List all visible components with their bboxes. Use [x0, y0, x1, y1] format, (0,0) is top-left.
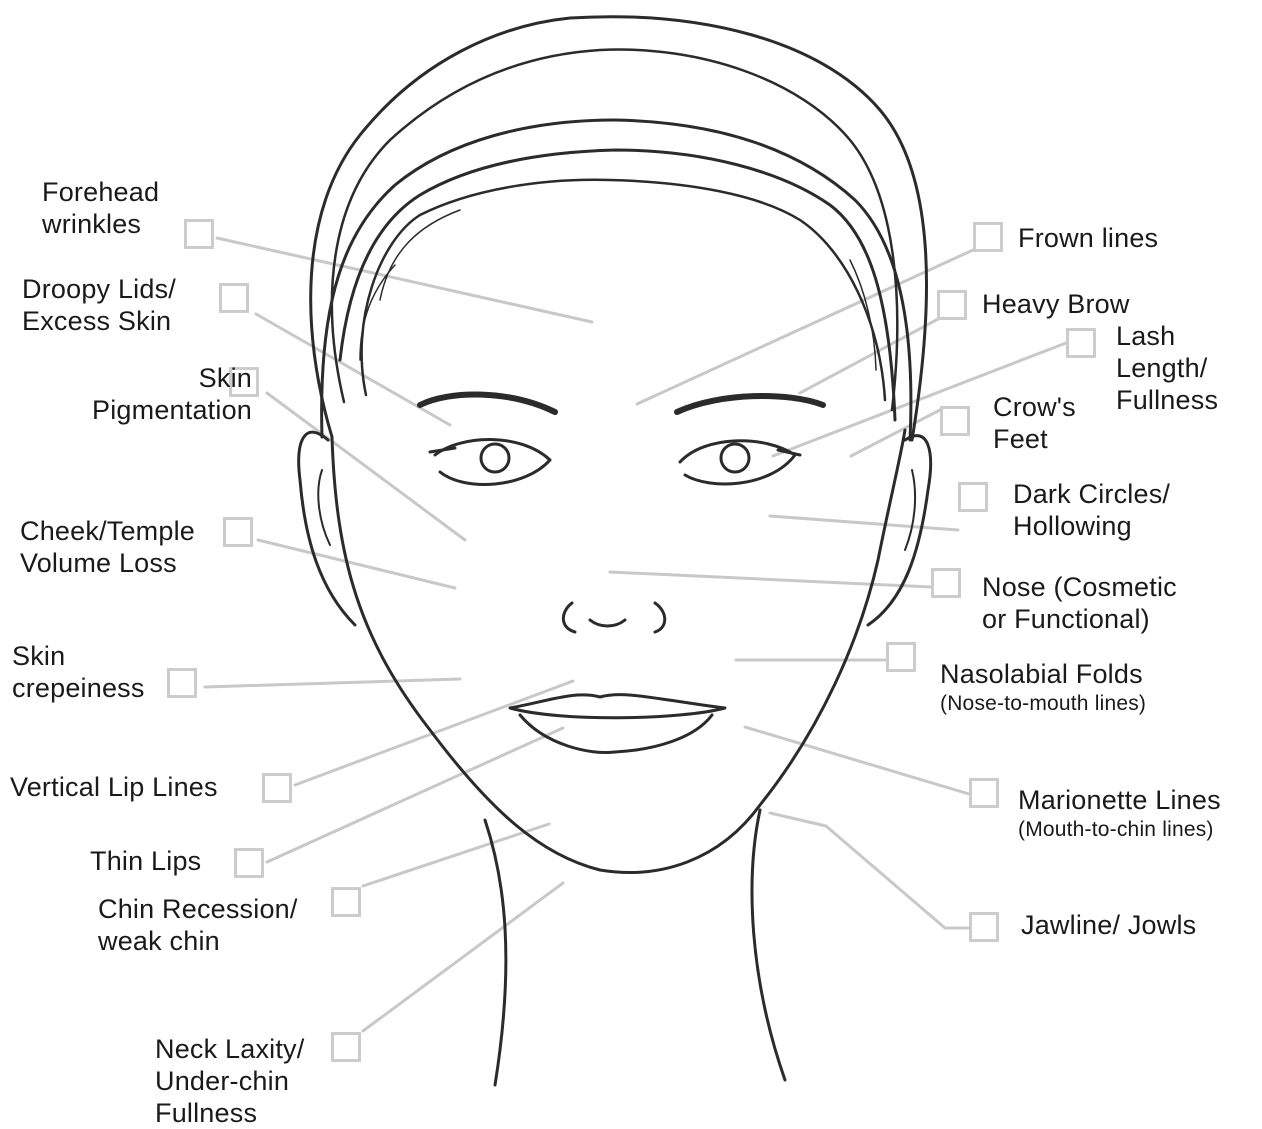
label-line: Hollowing	[1013, 510, 1170, 542]
checkbox-cheek[interactable]	[223, 517, 253, 547]
left-eyebrow	[420, 395, 555, 412]
checkbox-droopy[interactable]	[219, 283, 249, 313]
checkbox-mario[interactable]	[969, 778, 999, 808]
right-eyebrow	[677, 396, 823, 412]
label-line: Frown lines	[1018, 222, 1158, 254]
checkbox-neck[interactable]	[331, 1032, 361, 1062]
checkbox-naso[interactable]	[886, 642, 916, 672]
label-naso: Nasolabial Folds(Nose-to-mouth lines)	[940, 658, 1146, 718]
checkbox-brow[interactable]	[937, 290, 967, 320]
checkbox-crows[interactable]	[940, 406, 970, 436]
label-line: Under-chin	[155, 1065, 304, 1097]
label-line: Length/	[1116, 352, 1218, 384]
checkbox-nose[interactable]	[931, 568, 961, 598]
label-line: Dark Circles/	[1013, 478, 1170, 510]
left-eye	[435, 439, 550, 484]
left-ear	[299, 432, 355, 625]
label-mario: Marionette Lines(Mouth-to-chin lines)	[1018, 784, 1221, 844]
label-frown: Frown lines	[1018, 222, 1158, 254]
label-line: Forehead	[42, 176, 159, 208]
label-line: Skin	[12, 640, 145, 672]
upper-lip	[510, 695, 725, 718]
label-line: Crow's	[993, 391, 1076, 423]
label-line: Volume Loss	[20, 547, 195, 579]
right-eye	[680, 441, 795, 484]
label-line: crepeiness	[12, 672, 145, 704]
checkbox-crepe[interactable]	[167, 668, 197, 698]
label-line: weak chin	[98, 925, 298, 957]
label-dark: Dark Circles/Hollowing	[1013, 478, 1170, 542]
checkbox-chin[interactable]	[331, 887, 361, 917]
label-line: Cheek/Temple	[20, 515, 195, 547]
nose	[563, 603, 664, 632]
label-line: Excess Skin	[22, 305, 176, 337]
label-line: Nasolabial Folds	[940, 658, 1146, 690]
label-line: Fullness	[1116, 384, 1218, 416]
checkbox-frown[interactable]	[973, 222, 1003, 252]
face-outline	[332, 430, 905, 872]
checkbox-forehead[interactable]	[184, 219, 214, 249]
checkbox-jaw[interactable]	[969, 912, 999, 942]
label-chin: Chin Recession/weak chin	[98, 893, 298, 957]
checkbox-dark[interactable]	[958, 482, 988, 512]
label-line: Chin Recession/	[98, 893, 298, 925]
label-line: Feet	[993, 423, 1076, 455]
label-lipline: Vertical Lip Lines	[10, 771, 218, 803]
hairline	[362, 180, 885, 400]
label-line: wrinkles	[42, 208, 159, 240]
label-jaw: Jawline/ Jowls	[1021, 909, 1196, 941]
label-line: Fullness	[155, 1097, 304, 1129]
label-line: or Functional)	[982, 603, 1177, 635]
label-thinlips: Thin Lips	[90, 845, 201, 877]
label-line: Marionette Lines	[1018, 784, 1221, 816]
checkbox-lash[interactable]	[1066, 328, 1096, 358]
label-line: Droopy Lids/	[22, 273, 176, 305]
neck	[485, 820, 506, 1085]
checkbox-lipline[interactable]	[262, 773, 292, 803]
label-line: Skin	[92, 362, 252, 394]
label-line: Nose (Cosmetic	[982, 571, 1177, 603]
label-droopy: Droopy Lids/Excess Skin	[22, 273, 176, 337]
label-brow: Heavy Brow	[982, 288, 1130, 320]
checkbox-thinlips[interactable]	[234, 848, 264, 878]
label-line: Thin Lips	[90, 845, 201, 877]
label-sub: (Mouth-to-chin lines)	[1018, 816, 1221, 844]
label-line: Lash	[1116, 320, 1218, 352]
label-line: Neck Laxity/	[155, 1033, 304, 1065]
label-sub: (Nose-to-mouth lines)	[940, 690, 1146, 718]
label-line: Vertical Lip Lines	[10, 771, 218, 803]
label-line: Pigmentation	[92, 394, 252, 426]
label-line: Jawline/ Jowls	[1021, 909, 1196, 941]
label-line: Heavy Brow	[982, 288, 1130, 320]
